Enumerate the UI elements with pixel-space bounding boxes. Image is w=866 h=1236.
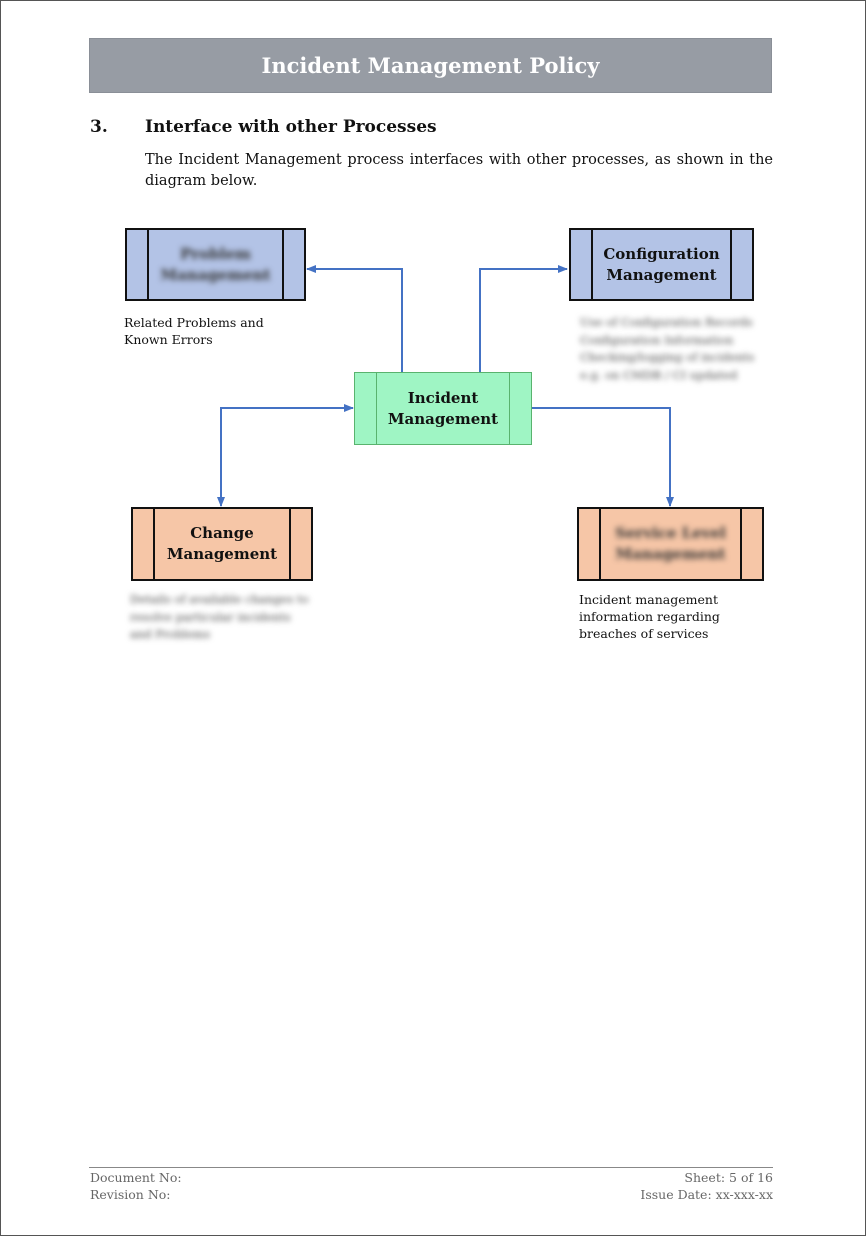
page-title: Incident Management Policy <box>261 53 600 78</box>
configuration-management-box: Configuration Management <box>569 228 754 301</box>
connector-to-problem <box>306 265 403 372</box>
incident-management-label: Incident Management <box>387 388 499 428</box>
change-management-label: Change Management <box>166 524 278 563</box>
connector-to-service-level <box>532 407 674 507</box>
service-level-management-box: Service Level Management <box>577 507 764 581</box>
sheet-number: Sheet: 5 of 16 <box>684 1170 773 1185</box>
problem-note: Related Problems and Known Errors <box>124 315 264 347</box>
connector-change-to-incident <box>220 404 354 505</box>
footer-divider <box>89 1167 773 1168</box>
change-note: Details of available changes to resolve … <box>130 592 309 641</box>
document-number: Document No: <box>90 1170 182 1185</box>
issue-date: Issue Date: xx-xxx-xx <box>640 1187 773 1202</box>
connector-to-configuration <box>479 265 568 372</box>
change-management-box: Change Management <box>131 507 313 581</box>
intro-paragraph: The Incident Management process interfac… <box>145 152 773 189</box>
problem-management-box: Problem Management <box>125 228 306 301</box>
header-bar: Incident Management Policy <box>89 38 772 93</box>
service-level-note: Incident management information regardin… <box>579 592 720 641</box>
revision-number: Revision No: <box>90 1187 171 1202</box>
problem-management-label: Problem Management <box>160 244 271 284</box>
section-number: 3. <box>90 117 108 137</box>
section-title: Interface with other Processes <box>145 117 437 137</box>
configuration-management-label: Configuration Management <box>603 244 720 284</box>
incident-management-box: Incident Management <box>354 372 532 445</box>
service-level-management-label: Service Level Management <box>615 524 726 563</box>
configuration-note: Use of Configuration Records Configurati… <box>580 315 755 382</box>
